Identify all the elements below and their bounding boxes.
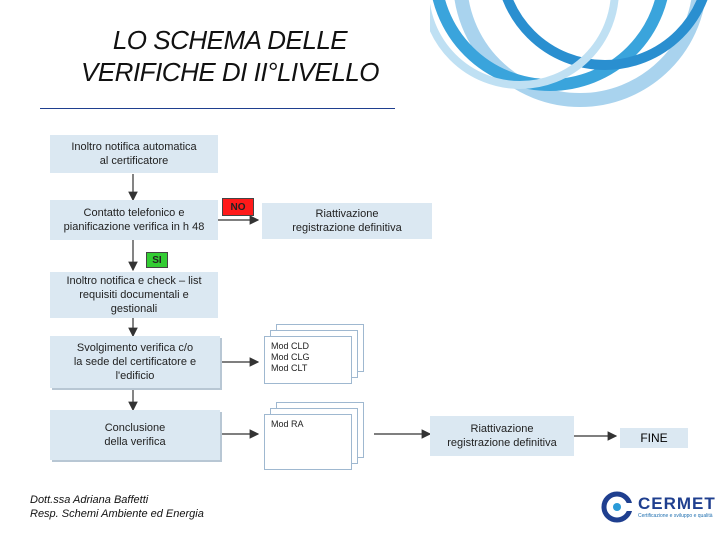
- box-svolgimento-verifica: Svolgimento verifica c/o la sede del cer…: [50, 336, 220, 388]
- title-divider: [40, 108, 395, 109]
- box-fine: FINE: [620, 428, 688, 448]
- cermet-logo-wordmark: CERMET: [638, 494, 716, 513]
- cermet-logo: CERMET Certificazione e sviluppo e quali…: [600, 490, 715, 524]
- document-label-mod-ra: Mod RA: [271, 419, 304, 429]
- cermet-logo-tagline: Certificazione e sviluppo e qualità: [638, 513, 713, 519]
- box-riattivazione-2: Riattivazione registrazione definitiva: [430, 416, 574, 456]
- box-riattivazione-1: Riattivazione registrazione definitiva: [262, 203, 432, 239]
- document-page-front: Mod RA: [264, 414, 352, 470]
- document-stack-mod-ra: Mod RA: [264, 402, 364, 470]
- title-line-2: VERIFICHE DI II°LIVELLO: [81, 57, 380, 87]
- box-conclusione-verifica: Conclusione della verifica: [50, 410, 220, 460]
- title-line-1: LO SCHEMA DELLE: [112, 25, 348, 55]
- box-inoltro-notifica: Inoltro notifica automatica al certifica…: [50, 135, 218, 173]
- tag-no: NO: [222, 198, 254, 216]
- cermet-logo-icon: [601, 491, 634, 523]
- document-page-front: Mod CLD Mod CLG Mod CLT: [264, 336, 352, 384]
- page-title: LO SCHEMA DELLE VERIFICHE DI II°LIVELLO: [40, 24, 420, 88]
- tag-si: SI: [146, 252, 168, 268]
- author-signature: Dott.ssa Adriana Baffetti Resp. Schemi A…: [30, 494, 204, 520]
- decorative-rings: [430, 0, 708, 107]
- box-inoltro-check-list: Inoltro notifica e check – list requisit…: [50, 272, 218, 318]
- box-contatto-telefonico: Contatto telefonico e pianificazione ver…: [50, 200, 218, 240]
- document-stack-mod-cl: Mod CLD Mod CLG Mod CLT: [264, 324, 364, 384]
- document-label-mod-cl: Mod CLD Mod CLG Mod CLT: [271, 341, 310, 373]
